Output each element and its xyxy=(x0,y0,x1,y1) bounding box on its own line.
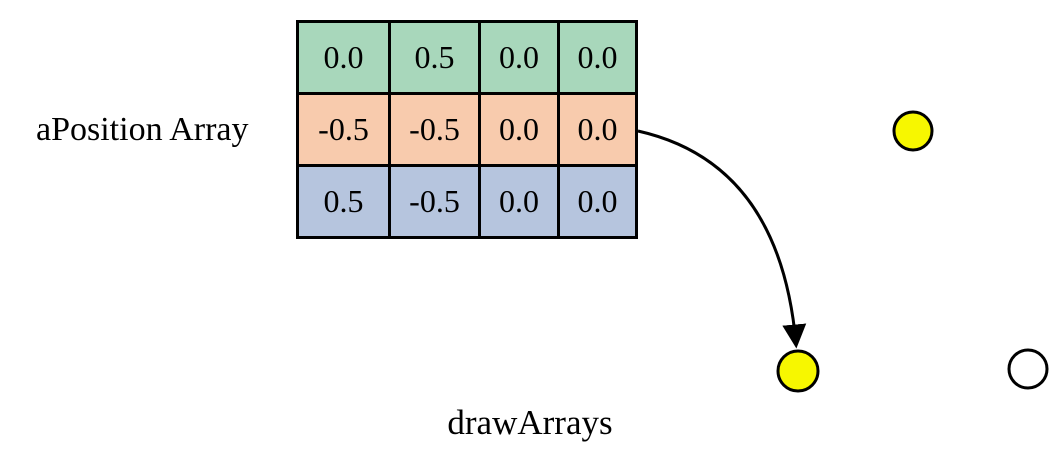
table-cell: 0.0 xyxy=(557,92,638,167)
drawn-point-bottom-left xyxy=(776,349,820,393)
array-label: aPosition Array xyxy=(36,111,249,148)
table-cell: -0.5 xyxy=(388,92,481,167)
table-cell: -0.5 xyxy=(388,164,481,239)
table-row-vertex-2: -0.5 -0.5 0.0 0.0 xyxy=(296,92,638,167)
table-cell: 0.0 xyxy=(557,164,638,239)
table-row-vertex-3: 0.5 -0.5 0.0 0.0 xyxy=(296,164,638,239)
drawarrays-caption: drawArrays xyxy=(447,403,613,442)
table-cell: 0.0 xyxy=(478,92,560,167)
table-cell: 0.0 xyxy=(478,20,560,95)
table-cell: 0.5 xyxy=(388,20,481,95)
table-cell: 0.5 xyxy=(296,164,391,239)
table-row-vertex-1: 0.0 0.5 0.0 0.0 xyxy=(296,20,638,95)
table-cell: 0.0 xyxy=(296,20,391,95)
draw-arrow xyxy=(637,129,807,349)
table-cell: 0.0 xyxy=(478,164,560,239)
table-cell: -0.5 xyxy=(296,92,391,167)
table-cell: 0.0 xyxy=(557,20,638,95)
drawn-point-top xyxy=(892,110,934,152)
aposition-array-table: 0.0 0.5 0.0 0.0 -0.5 -0.5 0.0 0.0 0.5 -0… xyxy=(296,20,638,239)
undrawn-point-bottom-right xyxy=(1007,348,1049,390)
